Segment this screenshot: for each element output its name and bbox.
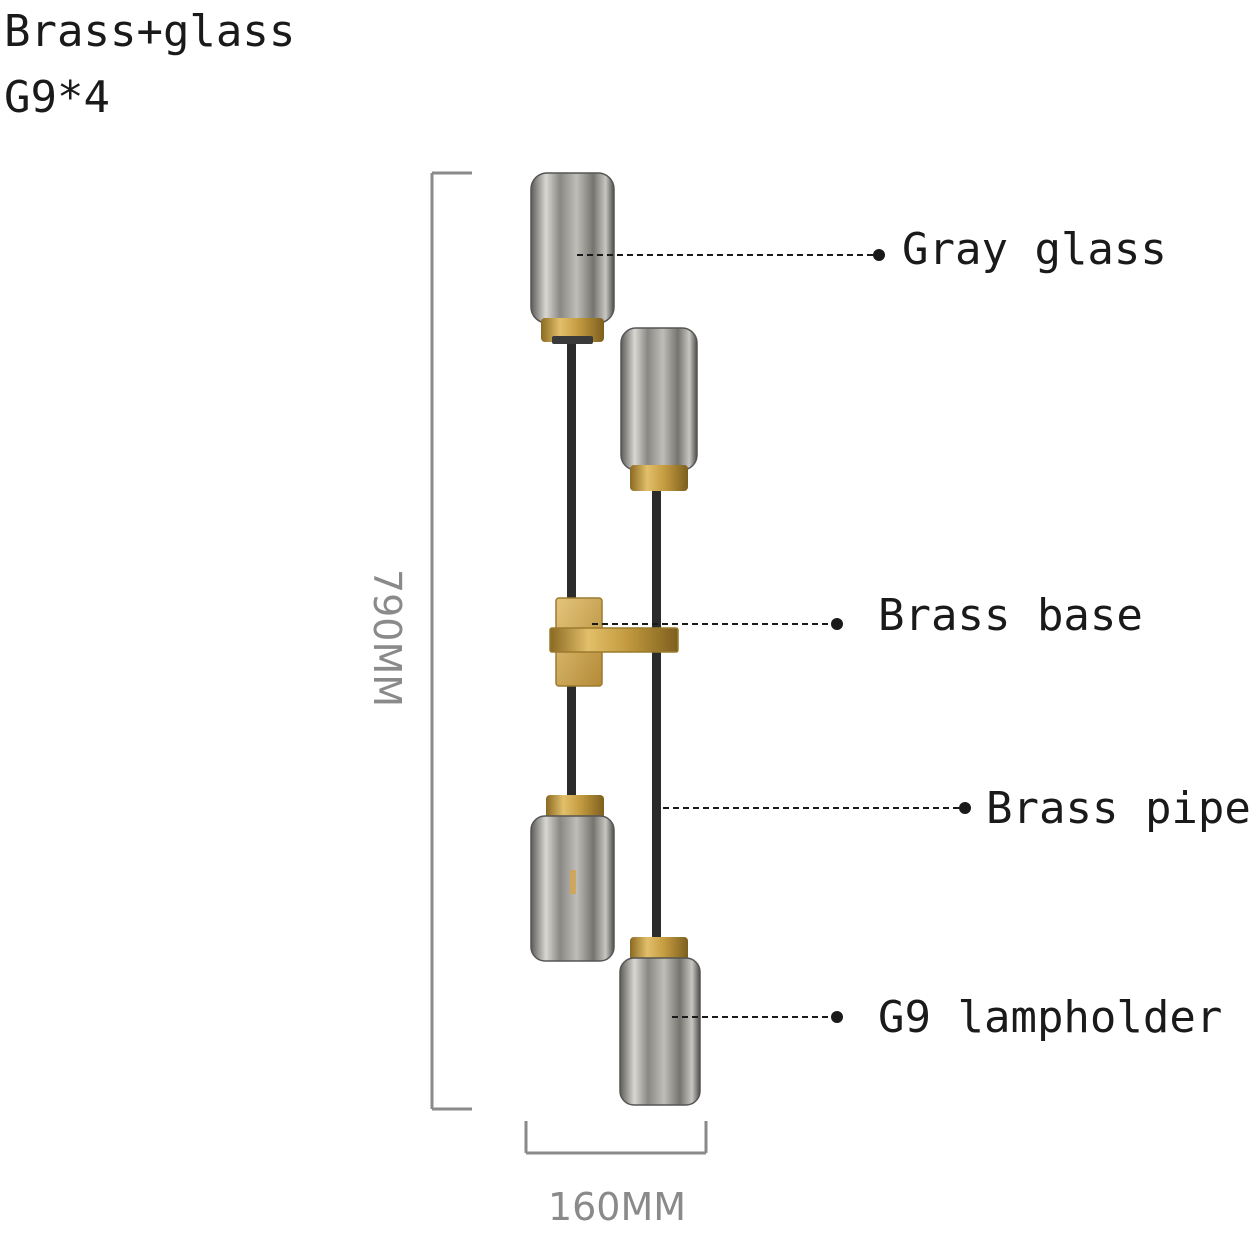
brass-base [549,597,679,687]
callout-g9-lampholder: G9 lampholder [878,992,1223,1043]
left-brass-pipe [567,340,576,800]
lamp-bottom-left [530,795,615,962]
material-spec: Brass+glass [4,6,296,57]
callout-gray-glass: Gray glass [902,224,1167,275]
leader-brass-pipe [663,802,971,814]
lamp-top-left [530,172,615,344]
lamp-bottom-right [619,937,701,1106]
width-dimension-bracket [524,1121,708,1155]
height-dimension-bracket [430,171,472,1111]
width-dimension-label: 160MM [547,1185,687,1229]
leader-brass-base [592,618,843,630]
leader-g9-lampholder [672,1011,843,1023]
lamp-top-right [620,327,698,491]
callout-brass-pipe: Brass pipe [986,783,1251,834]
callout-brass-base: Brass base [878,590,1143,641]
right-brass-pipe [652,490,661,940]
bulb-spec: G9*4 [4,72,110,123]
leader-gray-glass [577,249,885,261]
height-dimension-label: 790MM [365,568,409,708]
